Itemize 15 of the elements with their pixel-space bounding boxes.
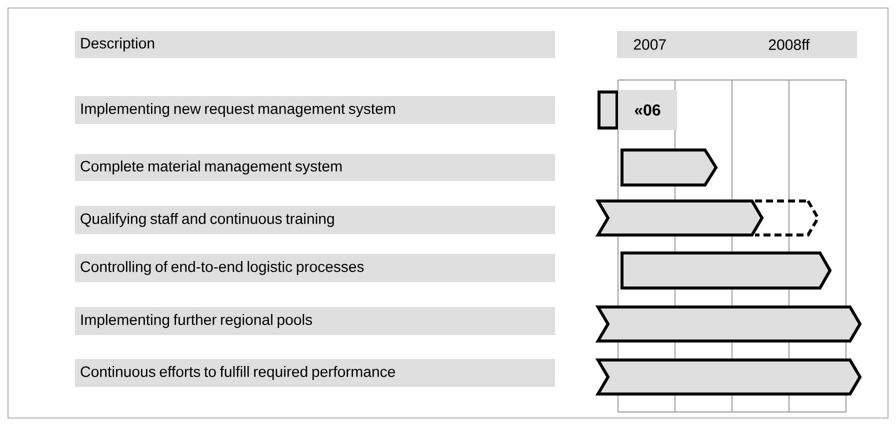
description-band: Continuous efforts to fulfill required performance	[75, 359, 555, 387]
description-band: Description	[75, 31, 555, 58]
arrow-bar	[620, 148, 718, 186]
description-band: Complete material management system	[75, 154, 555, 181]
chevron-bar	[595, 358, 862, 396]
chevron-bar	[595, 306, 862, 342]
dashed-chevron-bar	[755, 200, 820, 236]
year-header: 2007 2008ff	[617, 31, 857, 58]
bar	[598, 90, 618, 130]
description-band: Implementing further regional pools	[75, 307, 555, 335]
chevron-bar	[595, 200, 764, 236]
description-band: Qualifying staff and continuous training	[75, 206, 555, 234]
arrow-bar	[620, 252, 832, 290]
description-band: Implementing new request management system	[75, 96, 555, 124]
description-band: Controlling of end-to-end logistic processes	[75, 254, 555, 282]
